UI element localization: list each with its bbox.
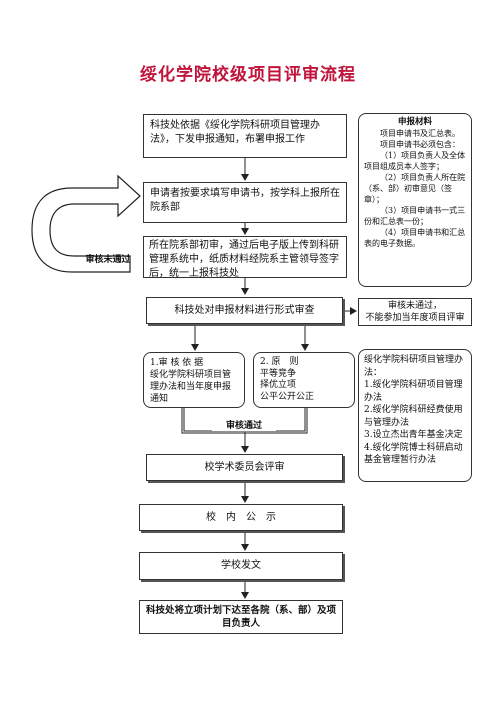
rejection-note-line-2: 不能参加当年度项目评审 (365, 313, 465, 323)
regulations-item-3: 3.设立杰出青年基金决定 (364, 430, 463, 440)
review-basis-text: 绥化学院科研项目管理办法和当年度申报通知 (150, 370, 232, 404)
rejection-note-line-1: 审核未通过， (387, 301, 442, 311)
materials-line-3: （1）项目负责人及全体项目组成员本人签字； (364, 151, 466, 171)
materials-line-2: 项目申请书必须包含： (380, 140, 460, 149)
review-basis-box: 1.审 核 依 据 绥化学院科研项目管理办法和当年度申报通知 (143, 352, 245, 408)
materials-line-1: 项目申请书及汇总表。 (380, 129, 460, 138)
step-issue-notice-text: 科技处依据《绥化学院科研项目管理办法》，下发申报通知，布署申报工作 (150, 120, 320, 145)
step-fill-application: 申请者按要求填写申请书，按学科上报所在院系部 (143, 182, 347, 223)
materials-line-6: （4）项目申请书和汇总表的电子数据。 (364, 228, 466, 248)
materials-heading: 申报材料 (397, 117, 432, 127)
step-formal-review: 科技处对申报材料进行形式审查 (146, 297, 343, 324)
label-not-passed: 审核未通过 (85, 255, 131, 265)
review-basis-title: 1.审 核 依 据 (150, 358, 204, 368)
step-department-review-text: 所在院系部初审，通过后电子版上传到科研管理系统中，纸质材料经院系主管领导签字后，… (149, 240, 339, 279)
principle-line-2: 择优立项 (260, 380, 297, 390)
step-issue-plan-text: 科技处将立项计划下达至各院（系、部）及项目负责人 (145, 605, 336, 629)
page-title: 绥化学院校级项目评审流程 (140, 65, 356, 85)
step-school-issue-text: 学校发文 (221, 560, 261, 571)
materials-line-5: （3）项目申请书一式三份和汇总表一份； (364, 206, 466, 226)
return-arrow (31, 174, 141, 273)
step-formal-review-text: 科技处对申报材料进行形式审查 (174, 304, 315, 316)
step-public-notice: 校 内 公 示 (139, 504, 343, 531)
principle-box: 2. 原 则 平等竞争 择优立项 公平公开公正 (253, 352, 355, 408)
materials-box: 申报材料 项目申请书及汇总表。 项目申请书必须包含： （1）项目负责人及全体项目… (358, 113, 472, 287)
regulations-heading: 绥化学院科研项目管理办法： (364, 355, 464, 378)
regulations-item-2: 2.绥化学院科研经费使用与管理办法 (364, 405, 463, 428)
step-issue-notice: 科技处依据《绥化学院科研项目管理办法》，下发申报通知，布署申报工作 (143, 114, 347, 158)
label-passed: 审核通过 (212, 418, 276, 431)
step-issue-plan: 科技处将立项计划下达至各院（系、部）及项目负责人 (139, 600, 343, 634)
step-department-review: 所在院系部初审，通过后电子版上传到科研管理系统中，纸质材料经院系主管领导签字后，… (143, 236, 347, 279)
materials-line-4: （2）项目负责人所在院（系、部）初审意见（签章）； (364, 173, 466, 204)
regulations-item-1: 1.绥化学院科研项目管理办法 (364, 380, 463, 403)
principle-line-3: 公平公开公正 (260, 391, 315, 402)
principle-title: 2. 原 则 (260, 357, 299, 367)
step-public-notice-text: 校 内 公 示 (206, 511, 276, 523)
rejection-note-box: 审核未通过， 不能参加当年度项目评审 (358, 298, 472, 326)
step-fill-application-text: 申请者按要求填写申请书，按学科上报所在院系部 (150, 188, 340, 213)
regulations-item-4: 4.绥化学院博士科研启动基金管理暂行办法 (364, 442, 463, 466)
step-school-issue: 学校发文 (139, 552, 343, 580)
regulations-box: 绥化学院科研项目管理办法： 1.绥化学院科研项目管理办法 2.绥化学院科研经费使… (358, 349, 472, 482)
step-academic-committee-text: 校学术委员会评审 (204, 461, 285, 473)
principle-line-1: 平等竞争 (260, 368, 297, 379)
step-academic-committee: 校学术委员会评审 (146, 454, 343, 481)
